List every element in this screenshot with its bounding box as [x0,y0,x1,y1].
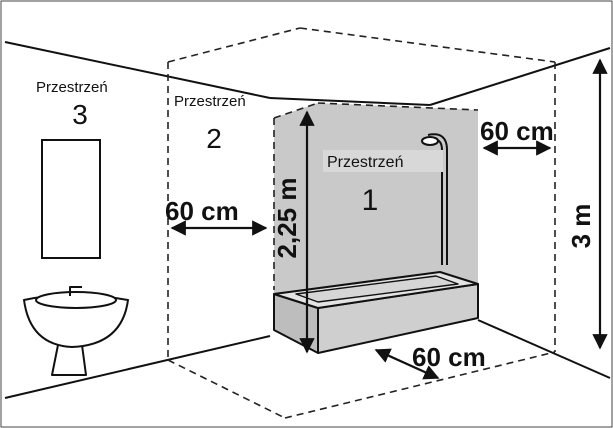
zone-3-label: Przestrzeń [36,79,108,96]
left-width-label: 60 cm [165,196,239,226]
sink-bowl-opening [35,291,117,309]
ceiling-back-edge [269,97,431,106]
zone-3-number: 3 [72,99,88,130]
floor-right-edge [477,319,611,379]
shower-fixture [421,133,448,265]
zone-2-top-left-dash [167,27,301,63]
floor-left-edge [4,335,271,399]
sink-pedestal [51,344,87,376]
room-height-label: 3 m [566,204,596,249]
faucet-icon [69,286,82,296]
zone-1-top-back-dash [317,102,479,111]
washbasin [23,286,129,376]
zone-2-floor-left-dash [167,359,286,419]
zone-1-outline [273,102,479,290]
zone-2-label: Przestrzeń [174,93,246,110]
front-width-arrow [374,348,440,380]
ceiling-right-edge [429,47,611,106]
zone-2-floor-right-dash [284,351,556,419]
zone-2-top-right-dash [299,27,556,63]
mirror [41,139,101,259]
top-right-width-label: 60 cm [480,116,554,146]
bathtub [273,271,479,354]
room-walls [4,41,611,399]
zone-1-top-left-dash [273,102,319,119]
zone-1-label: Przestrzeń [327,154,403,171]
zone-1-number: 1 [362,184,379,217]
ceiling-left-edge [4,41,271,99]
zone-1-label-backdrop [323,150,443,172]
shower-head-icon [421,136,439,146]
zone-2-outline [167,27,556,419]
front-width-label: 60 cm [412,342,486,372]
shower-height-label: 2,25 m [272,178,302,259]
dimension-arrows [170,58,608,380]
zone-2-number: 2 [206,123,222,154]
shower-pipe-outline [427,133,448,265]
